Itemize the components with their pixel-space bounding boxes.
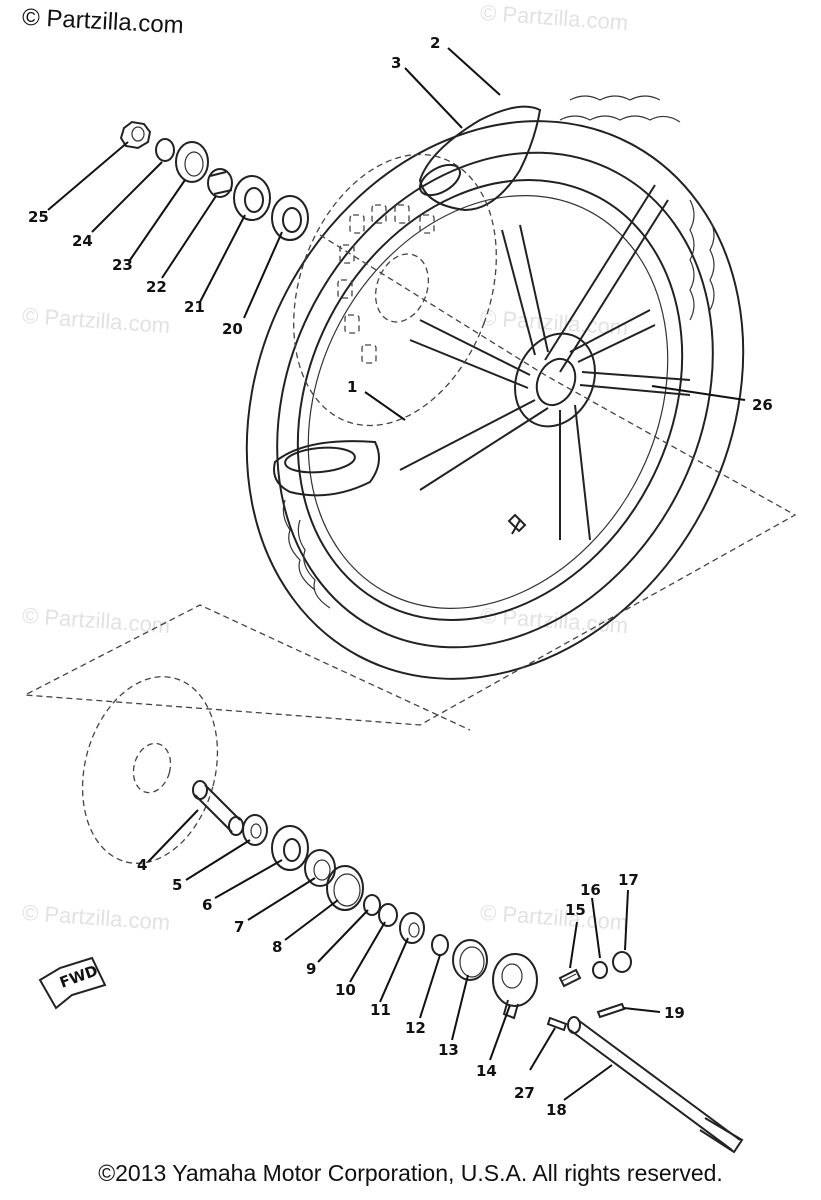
callout-3: 3 <box>391 54 401 72</box>
callout-20: 20 <box>222 320 243 338</box>
tire <box>245 120 745 680</box>
callout-11: 11 <box>370 1001 391 1019</box>
gear-11 <box>399 912 425 944</box>
ring-8 <box>326 865 364 911</box>
rim <box>296 179 684 621</box>
bearing-20 <box>271 195 309 241</box>
callout-5: 5 <box>172 876 182 894</box>
washer-16 <box>592 961 608 979</box>
tire-tread <box>282 95 715 609</box>
callout-25: 25 <box>28 208 49 226</box>
tire-section-top <box>418 105 542 212</box>
bolt-15 <box>558 968 582 988</box>
callout-27: 27 <box>514 1084 535 1102</box>
gear-housing-14 <box>492 953 538 1020</box>
spacer-22 <box>207 168 233 198</box>
callout-22: 22 <box>146 278 167 296</box>
axle-stack <box>192 780 744 1154</box>
callout-6: 6 <box>202 896 212 914</box>
washer-9 <box>363 894 381 916</box>
callout-26: 26 <box>752 396 773 414</box>
brake-disc-outline-top <box>293 153 497 427</box>
brake-disc-outline-bottom <box>81 676 219 864</box>
callout-13: 13 <box>438 1041 459 1059</box>
callout-17: 17 <box>618 871 639 889</box>
callout-8: 8 <box>272 938 282 956</box>
axle-18 <box>567 1016 744 1154</box>
tire-section-bottom <box>273 440 380 497</box>
callout-9: 9 <box>306 960 316 978</box>
washer-12 <box>431 934 449 956</box>
callout-16: 16 <box>580 881 601 899</box>
spacer-5 <box>242 814 268 846</box>
callout-24: 24 <box>72 232 93 250</box>
pin-19 <box>596 1002 626 1019</box>
leader-lines <box>47 47 746 1101</box>
seal-7 <box>304 849 336 887</box>
pin-27 <box>546 1016 568 1032</box>
seal-23 <box>175 141 209 183</box>
rim-inner <box>307 195 669 609</box>
bearing-21 <box>233 175 271 221</box>
cap-17 <box>612 951 632 973</box>
callout-14: 14 <box>476 1062 497 1080</box>
callout-7: 7 <box>234 918 244 936</box>
wheel-spokes <box>399 184 691 541</box>
tire-valve <box>507 513 527 535</box>
washer-24 <box>155 138 175 162</box>
tire-inner-edge <box>276 151 714 649</box>
washer-10 <box>378 903 398 927</box>
callout-23: 23 <box>112 256 133 274</box>
callout-21: 21 <box>184 298 205 316</box>
tire-section-bottom-opening <box>284 446 356 474</box>
seal-13 <box>452 939 488 981</box>
callout-1: 1 <box>347 378 357 396</box>
nut-25 <box>119 120 152 150</box>
callout-2: 2 <box>430 34 440 52</box>
callout-18: 18 <box>546 1101 567 1119</box>
callout-12: 12 <box>405 1019 426 1037</box>
wheel-assembly <box>245 95 745 680</box>
copyright-notice: ©2013 Yamaha Motor Corporation, U.S.A. A… <box>98 1160 723 1186</box>
wheel-hub <box>514 332 596 428</box>
tire-section-top-opening <box>419 163 461 197</box>
callouts: 1 2 3 4 5 6 7 8 9 10 11 12 13 14 15 16 1… <box>28 34 773 1119</box>
axis-line-top <box>22 234 797 731</box>
bearing-6 <box>271 825 309 871</box>
callout-10: 10 <box>335 981 356 999</box>
hub-bore <box>535 357 577 407</box>
callout-15: 15 <box>565 901 586 919</box>
callout-19: 19 <box>664 1004 685 1022</box>
callout-4: 4 <box>137 856 147 874</box>
collar-4 <box>192 780 244 836</box>
fwd-arrow: FWD <box>38 956 107 1010</box>
bearing-stack-top <box>119 120 309 241</box>
